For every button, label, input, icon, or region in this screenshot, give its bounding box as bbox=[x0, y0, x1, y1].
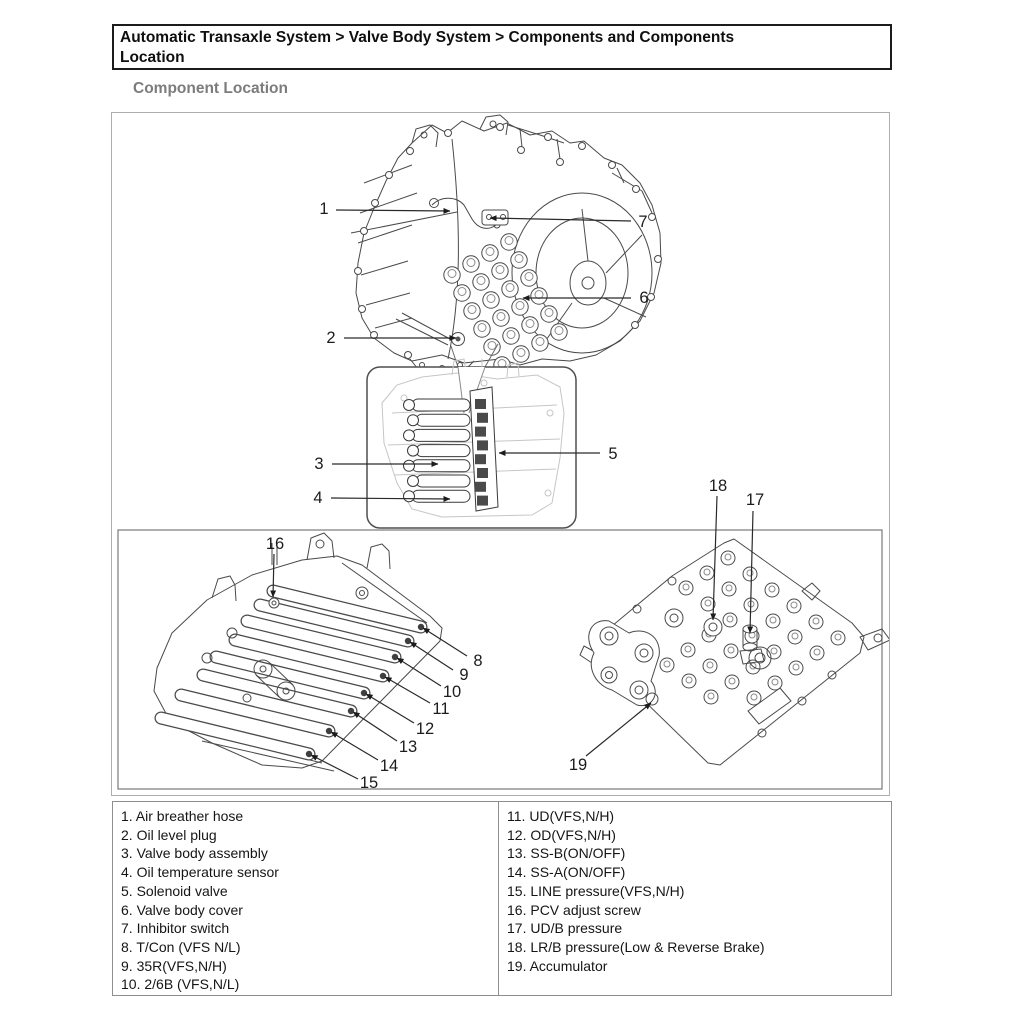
accumulator bbox=[588, 620, 660, 707]
legend-item: 14. SS-A(ON/OFF) bbox=[507, 864, 626, 881]
callout-label-10: 10 bbox=[443, 683, 461, 701]
callout-label-15: 15 bbox=[360, 774, 378, 792]
legend-item: 18. LR/B pressure(Low & Reverse Brake) bbox=[507, 938, 765, 955]
pcv-adjust-screw bbox=[268, 597, 280, 609]
callout-label-19: 19 bbox=[569, 756, 587, 774]
valve-body-right-view bbox=[579, 538, 889, 766]
legend-item: 8. T/Con (VFS N/L) bbox=[121, 938, 241, 955]
callout-label-14: 14 bbox=[380, 757, 398, 775]
legend-item: 6. Valve body cover bbox=[121, 901, 243, 918]
callout-label-5: 5 bbox=[608, 445, 617, 463]
legend-item: 1. Air breather hose bbox=[121, 808, 244, 824]
valve-body-assembly-drawing bbox=[403, 386, 499, 512]
legend-item: 2. Oil level plug bbox=[121, 826, 217, 843]
callout-line-14 bbox=[330, 731, 379, 761]
callout-line-1 bbox=[335, 207, 451, 214]
callout-label-13: 13 bbox=[399, 738, 417, 756]
legend-item: 4. Oil temperature sensor bbox=[121, 864, 279, 881]
legend-column-left: 1. Air breather hose 2. Oil level plug 3. … bbox=[113, 802, 499, 995]
legend-column-right: 11. UD(VFS,N/H) 12. OD(VFS,N/H) 13. SS-B(O… bbox=[499, 802, 891, 995]
callout-line-12 bbox=[365, 693, 415, 724]
inhibitor-switch bbox=[481, 209, 509, 226]
legend-item: 12. OD(VFS,N/H) bbox=[507, 826, 616, 843]
oil-level-plug bbox=[451, 332, 465, 346]
legend-item: 13. SS-B(ON/OFF) bbox=[507, 845, 626, 862]
legend-item: 7. Inhibitor switch bbox=[121, 920, 230, 937]
callout-line-18 bbox=[710, 495, 718, 621]
callout-label-17: 17 bbox=[746, 491, 764, 509]
callout-label-3: 3 bbox=[314, 455, 323, 473]
callout-label-6: 6 bbox=[639, 289, 648, 307]
legend-item: 19. Accumulator bbox=[507, 957, 608, 974]
callout-label-8: 8 bbox=[473, 652, 482, 670]
callout-label-4: 4 bbox=[313, 489, 322, 507]
legend-item: 5. Solenoid valve bbox=[121, 882, 228, 899]
callout-label-18: 18 bbox=[709, 477, 727, 495]
callout-label-11: 11 bbox=[432, 700, 449, 718]
callout-label-1: 1 bbox=[319, 200, 328, 218]
legend-item: 11. UD(VFS,N/H) bbox=[507, 808, 615, 824]
legend-table: 1. Air breather hose 2. Oil level plug 3. … bbox=[112, 801, 892, 996]
legend-item: 9. 35R(VFS,N/H) bbox=[121, 957, 227, 974]
callout-line-10 bbox=[396, 657, 442, 687]
callout-label-7: 7 bbox=[638, 213, 647, 231]
callout-label-2: 2 bbox=[326, 329, 335, 347]
udb-pressure-port bbox=[703, 617, 723, 637]
callout-label-16: 16 bbox=[266, 535, 284, 553]
callout-line-13 bbox=[352, 711, 398, 742]
callout-label-12: 12 bbox=[416, 720, 434, 738]
legend-item: 17. UD/B pressure bbox=[507, 920, 623, 937]
legend-item: 15. LINE pressure(VFS,N/H) bbox=[507, 882, 685, 899]
solenoid-row bbox=[154, 584, 428, 761]
valve-body-inset bbox=[366, 358, 577, 529]
callout-line-15 bbox=[310, 754, 359, 780]
legend-item: 3. Valve body assembly bbox=[121, 845, 268, 862]
callout-line-17 bbox=[747, 510, 754, 634]
legend-item: 10. 2/6B (VFS,N/L) bbox=[121, 976, 240, 993]
callout-line-8 bbox=[422, 627, 468, 657]
breadcrumb: Automatic Transaxle System > Valve Body … bbox=[112, 24, 892, 70]
callout-line-16 bbox=[270, 553, 277, 598]
callout-line-19 bbox=[585, 702, 652, 757]
callout-label-9: 9 bbox=[459, 666, 468, 684]
transaxle-drawing bbox=[350, 114, 662, 374]
valve-body-left-view bbox=[153, 532, 443, 772]
legend-item: 16. PCV adjust screw bbox=[507, 901, 641, 918]
callout-line-11 bbox=[384, 676, 431, 704]
callout-line-9 bbox=[409, 641, 454, 671]
callout-line-4 bbox=[330, 495, 451, 502]
section-title: Component Location bbox=[133, 80, 288, 97]
breadcrumb-text: Automatic Transaxle System > Valve Body … bbox=[120, 29, 735, 66]
callout-line-7 bbox=[489, 215, 632, 222]
